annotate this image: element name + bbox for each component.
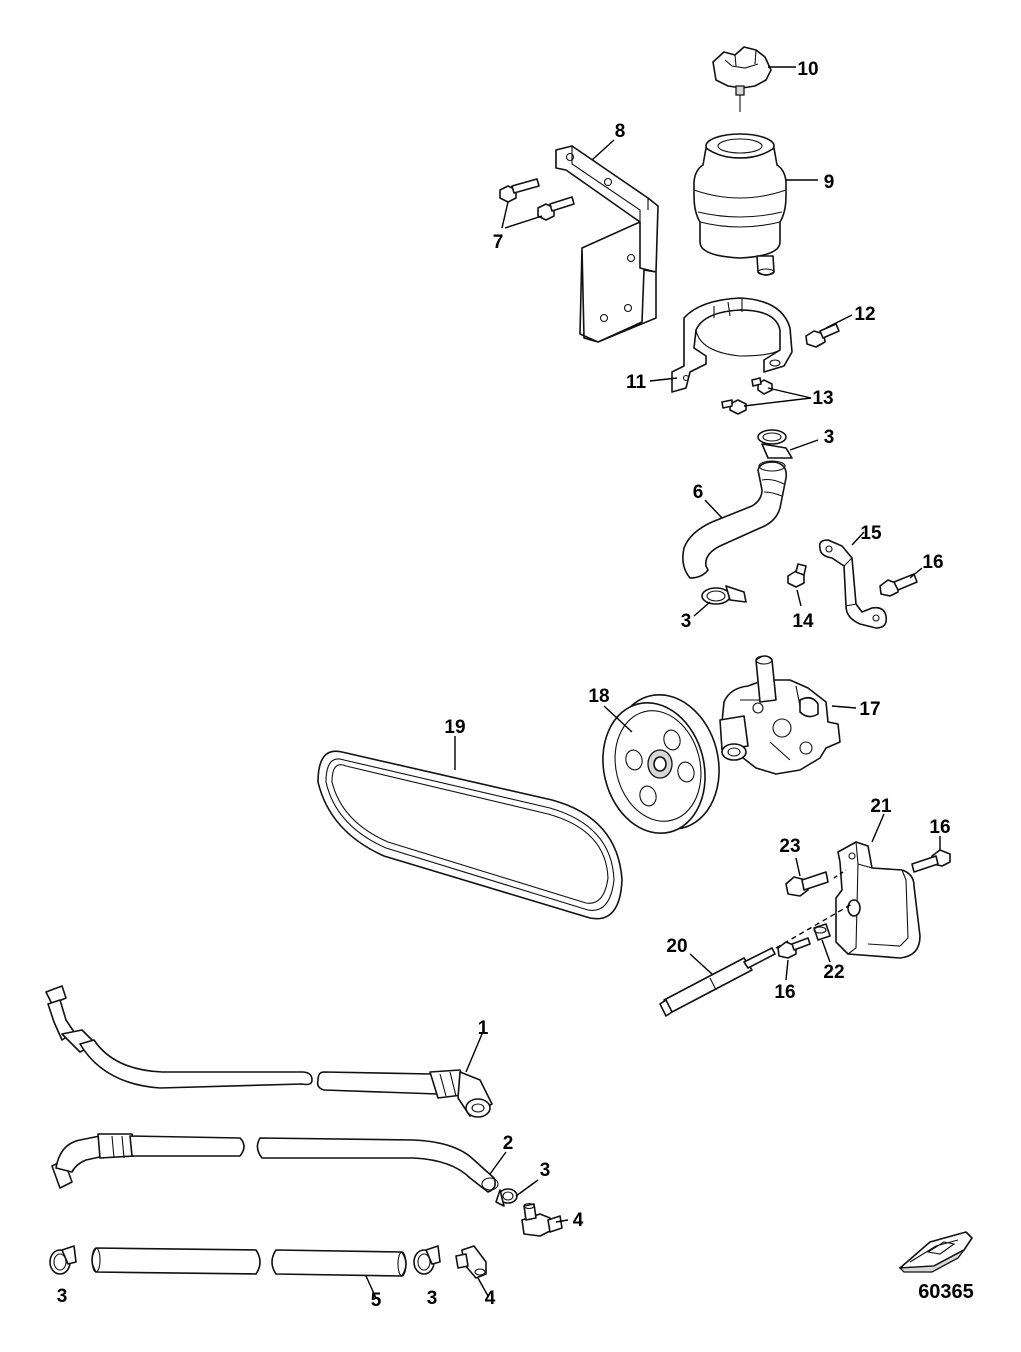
return-hose bbox=[51, 1133, 499, 1193]
hose-clamp-left bbox=[49, 1245, 77, 1275]
callout-3-right: 3 bbox=[427, 1288, 438, 1309]
callout-9: 9 bbox=[824, 172, 835, 193]
elbow-fitting-lower bbox=[455, 1245, 487, 1279]
callout-3-left: 3 bbox=[57, 1286, 68, 1307]
callout-21: 21 bbox=[870, 796, 892, 817]
hose-clamp-lower bbox=[701, 585, 747, 605]
bracket-screw-bottom bbox=[777, 937, 811, 959]
callout-10: 10 bbox=[797, 59, 818, 80]
callout-8: 8 bbox=[615, 121, 626, 142]
figure-number: 60365 bbox=[918, 1281, 974, 1303]
bracket-screws bbox=[499, 178, 575, 221]
callout-18: 18 bbox=[588, 686, 609, 707]
callout-12: 12 bbox=[854, 304, 875, 325]
brace-screw-right bbox=[879, 573, 918, 597]
callout-20: 20 bbox=[666, 936, 687, 957]
callout-1: 1 bbox=[478, 1018, 489, 1039]
callout-3-lower: 3 bbox=[681, 611, 692, 632]
reservoir-clamp bbox=[671, 297, 793, 393]
callout-22: 22 bbox=[823, 962, 844, 983]
clamp-screws bbox=[721, 377, 773, 415]
reservoir bbox=[693, 133, 787, 276]
callout-4-upper: 4 bbox=[573, 1210, 584, 1231]
callout-16-bottom: 16 bbox=[774, 982, 795, 1003]
boat-icon bbox=[898, 1231, 973, 1273]
power-steering-pump bbox=[719, 655, 841, 775]
elbow-fitting-upper bbox=[521, 1202, 563, 1237]
bracket-bolt bbox=[785, 871, 829, 897]
callout-16-top: 16 bbox=[929, 817, 950, 838]
callout-13: 13 bbox=[812, 388, 833, 409]
supply-hose bbox=[682, 460, 788, 579]
hose-clamp-upper bbox=[757, 429, 793, 459]
pulley bbox=[602, 694, 720, 834]
pump-bracket bbox=[835, 841, 921, 959]
callout-17: 17 bbox=[859, 699, 880, 720]
drive-belt bbox=[317, 750, 623, 920]
callout-3-upper: 3 bbox=[824, 427, 835, 448]
callout-15: 15 bbox=[860, 523, 882, 544]
cooler-hose bbox=[91, 1247, 407, 1277]
spacer bbox=[813, 923, 831, 941]
callout-4-lower: 4 bbox=[485, 1288, 496, 1309]
callout-5: 5 bbox=[371, 1290, 382, 1311]
callout-14: 14 bbox=[792, 611, 814, 632]
threaded-rod bbox=[659, 947, 776, 1017]
callout-23: 23 bbox=[779, 836, 800, 857]
callout-16-brace: 16 bbox=[922, 552, 943, 573]
hose-clamp-return bbox=[495, 1188, 518, 1207]
bracket-screw-top bbox=[911, 849, 951, 873]
reservoir-cap bbox=[712, 46, 772, 112]
callout-7: 7 bbox=[493, 232, 504, 253]
callout-11: 11 bbox=[626, 372, 647, 393]
reservoir-bracket bbox=[555, 145, 659, 343]
callout-6: 6 bbox=[693, 482, 704, 503]
brace-nut bbox=[787, 563, 807, 588]
callout-3-return: 3 bbox=[540, 1160, 551, 1181]
callout-19: 19 bbox=[444, 717, 465, 738]
hose-clamp-right bbox=[413, 1245, 441, 1275]
pressure-hose bbox=[45, 985, 493, 1118]
callout-2: 2 bbox=[503, 1133, 514, 1154]
pump-brace bbox=[818, 539, 888, 629]
reservoir-clamp-screw bbox=[805, 323, 840, 348]
